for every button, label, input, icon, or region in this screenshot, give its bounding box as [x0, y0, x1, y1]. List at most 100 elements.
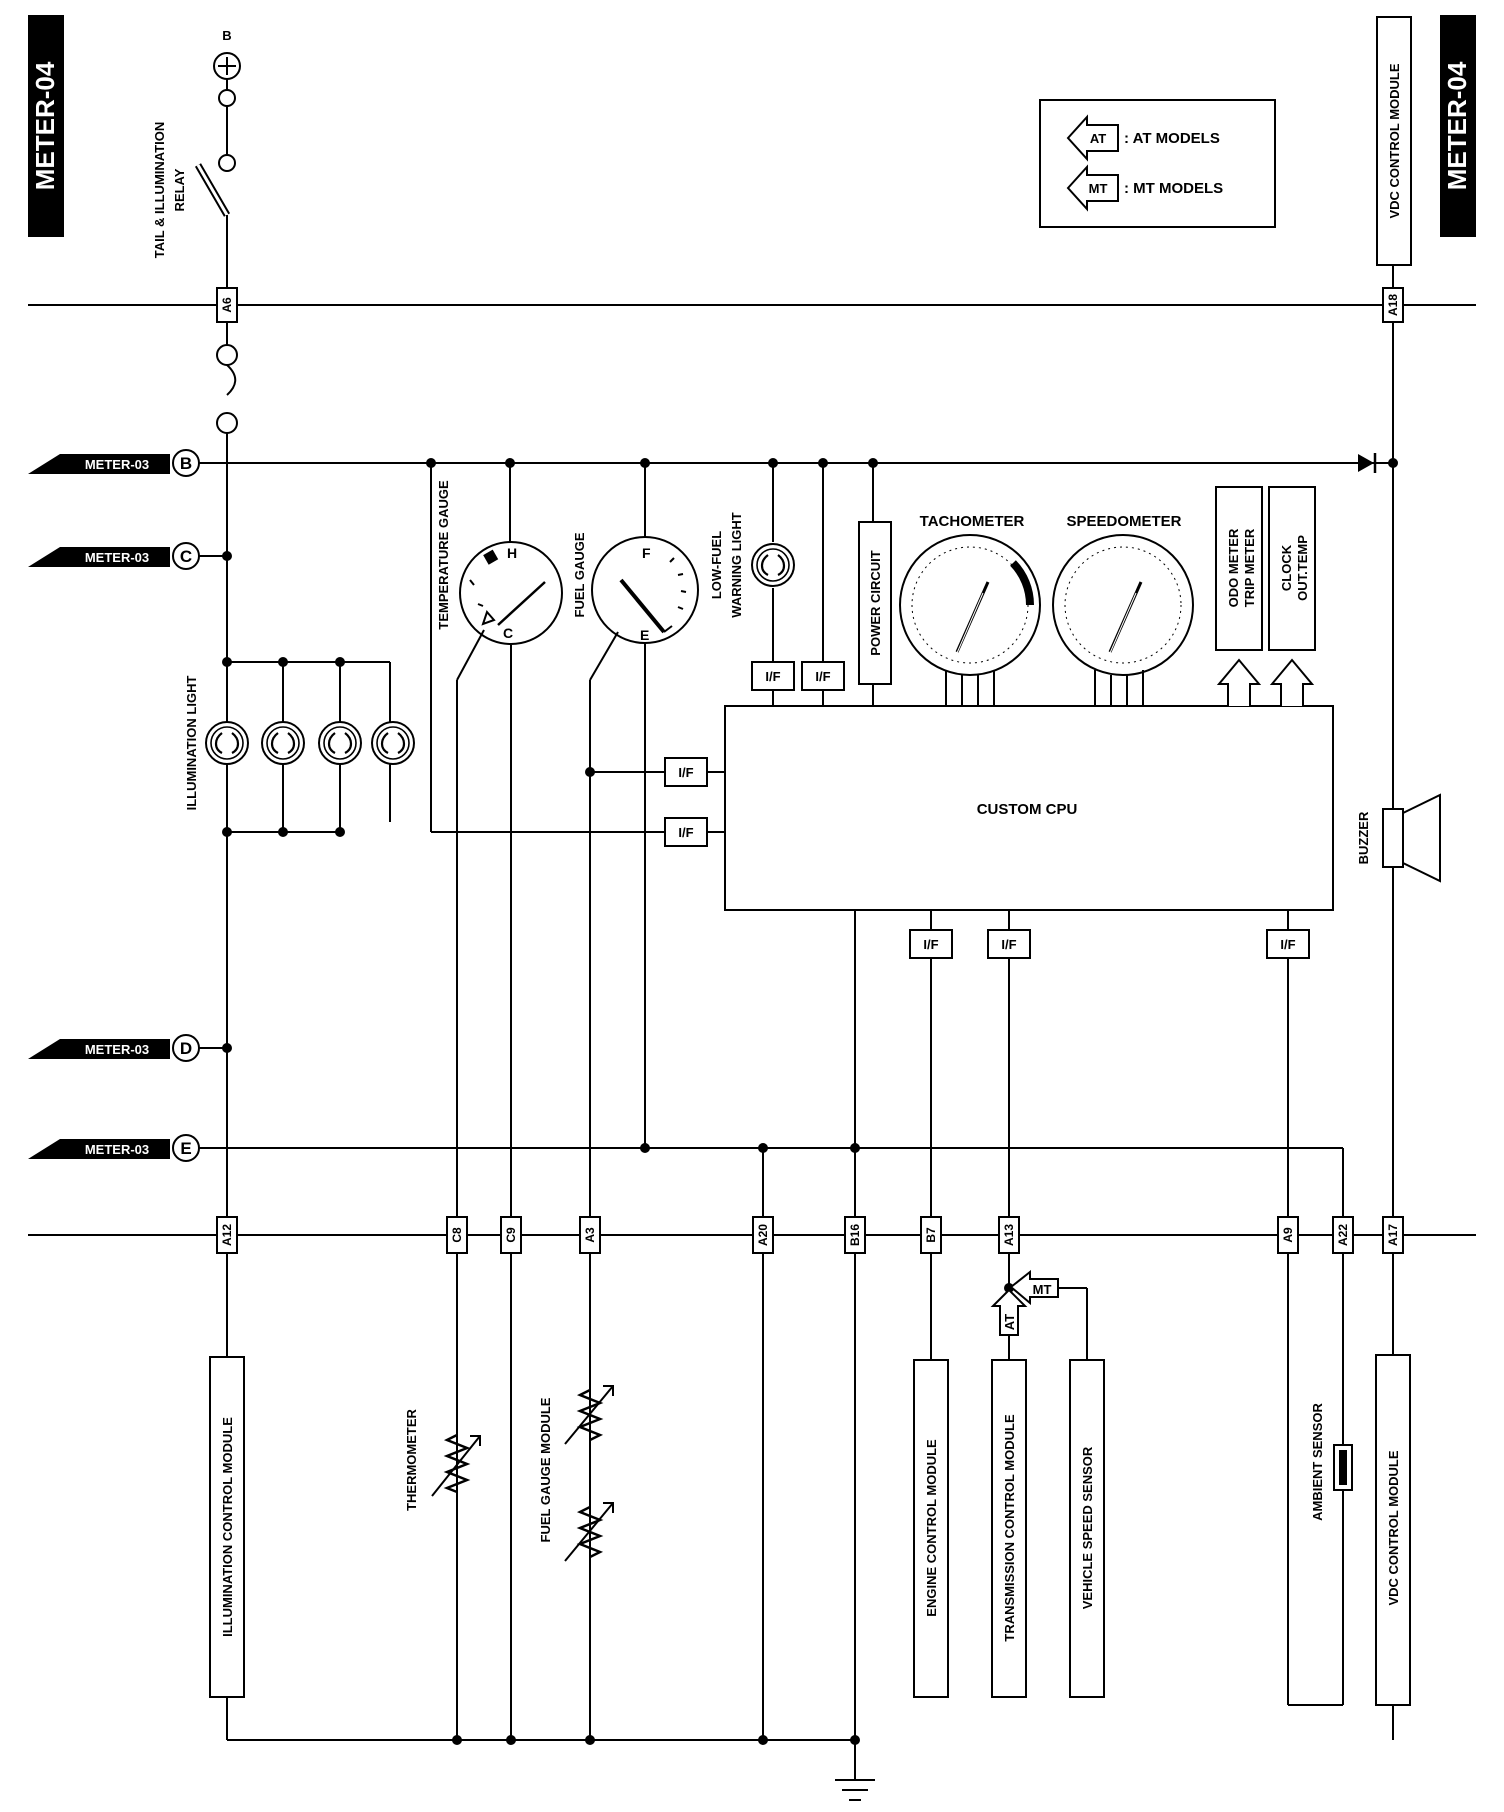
connector-pin-b16: B16	[844, 1216, 866, 1254]
fuel-e-mark: E	[640, 627, 649, 643]
page-tag-right: METER-04	[1440, 15, 1476, 237]
legend-box: AT : AT MODELS MT : MT MODELS	[1039, 99, 1276, 228]
odo-trip-meter-display: ODO METER TRIP METER	[1215, 486, 1263, 706]
engine-control-module[interactable]: ENGINE CONTROL MODULE	[913, 1359, 949, 1698]
low-fuel-warning-light: LOW-FUEL WARNING LIGHT	[709, 458, 796, 662]
ref-b-text: METER-03	[85, 457, 149, 472]
ref-d-text: METER-03	[85, 1042, 149, 1057]
vdc-module-label: VDC CONTROL MODULE	[1386, 1450, 1401, 1605]
connector-pin-a6: A6	[216, 287, 238, 323]
ground-symbol	[835, 1779, 875, 1801]
interface-box-power: I/F	[801, 661, 845, 706]
illumination-module-label: ILLUMINATION CONTROL MODULE	[220, 1417, 235, 1637]
ref-meter03-c[interactable]: METER-03 C	[28, 542, 200, 570]
pin-label: B16	[848, 1224, 862, 1246]
low-fuel-lamp	[750, 542, 796, 588]
ref-meter03-d[interactable]: METER-03 D	[28, 1034, 200, 1062]
battery-label: B	[222, 28, 231, 43]
transmission-control-module[interactable]: TRANSMISSION CONTROL MODULE	[991, 1359, 1027, 1698]
pin-label: C9	[504, 1227, 518, 1243]
engine-module-label: ENGINE CONTROL MODULE	[924, 1439, 939, 1617]
pin-label: B7	[924, 1227, 938, 1243]
low-fuel-label-1: LOW-FUEL	[709, 531, 724, 599]
mt-arrow-label: MT	[1033, 1282, 1052, 1297]
ambient-sensor-label: AMBIENT SENSOR	[1310, 1403, 1325, 1521]
pin-label: A20	[756, 1224, 770, 1246]
ref-d-letter: D	[180, 1039, 192, 1058]
page-tag-left: METER-04	[28, 15, 64, 237]
page-tag-right-text: METER-04	[1442, 61, 1472, 190]
ref-c-letter: C	[180, 547, 192, 566]
pin-label: C8	[450, 1227, 464, 1243]
fuel-gauge-module: FUEL GAUGE MODULE	[538, 1385, 614, 1562]
temperature-gauge-label: TEMPERATURE GAUGE	[436, 480, 451, 630]
custom-cpu-label: CUSTOM CPU	[977, 801, 1078, 818]
buzzer: BUZZER	[1356, 793, 1441, 883]
pin-label: A13	[1002, 1224, 1016, 1246]
power-circuit: POWER CIRCUIT	[858, 458, 892, 706]
tachometer: TACHOMETER	[899, 513, 1041, 706]
connector-pin-a22: A22	[1332, 1216, 1354, 1254]
pin-label: A22	[1336, 1224, 1350, 1246]
connector-pin-a13: A13	[998, 1216, 1020, 1254]
legend-at-text: : AT MODELS	[1124, 130, 1220, 147]
illumination-lamp-2	[260, 720, 306, 766]
vdc-control-module-top: VDC CONTROL MODULE	[1376, 16, 1412, 266]
connector-pin-a20: A20	[752, 1216, 774, 1254]
power-circuit-label: POWER CIRCUIT	[868, 550, 883, 656]
interface-box-fuel: I/F	[590, 757, 725, 787]
connector-pin-a17: A17	[1382, 1216, 1404, 1254]
connector-pin-a18: A18	[1382, 287, 1404, 323]
fuel-gauge: F E FUEL GAUGE	[572, 458, 699, 1740]
low-fuel-label-2: WARNING LIGHT	[729, 512, 744, 617]
ref-meter03-b[interactable]: METER-03 B	[28, 449, 200, 477]
pin-label: A18	[1386, 294, 1400, 316]
temp-c-mark: C	[503, 625, 513, 641]
vdc-control-module[interactable]: VDC CONTROL MODULE	[1375, 1354, 1411, 1706]
temp-h-mark: H	[507, 545, 517, 561]
thermometer-label: THERMOMETER	[404, 1408, 419, 1510]
odo-label-2: TRIP METER	[1242, 528, 1257, 607]
interface-label: I/F	[678, 825, 693, 840]
fuel-gauge-module-label: FUEL GAUGE MODULE	[538, 1397, 553, 1542]
connector-pin-a12: A12	[216, 1216, 238, 1254]
fuse-symbol	[216, 344, 238, 434]
fuel-f-mark: F	[642, 545, 651, 561]
ambient-sensor[interactable]: AMBIENT SENSOR	[1288, 1253, 1353, 1706]
connector-pin-a3: A3	[579, 1216, 601, 1254]
at-arrow-label: AT	[1002, 1314, 1017, 1330]
pin-label: A6	[220, 297, 234, 313]
legend-mt-code: MT	[1089, 181, 1108, 196]
interface-box-engine: I/F	[909, 910, 953, 1360]
ref-c-text: METER-03	[85, 550, 149, 565]
interface-box-ambient: I/F	[1266, 910, 1310, 1705]
battery-symbol: B	[213, 28, 241, 80]
custom-cpu: CUSTOM CPU	[724, 705, 1334, 911]
connector-pin-a9: A9	[1277, 1216, 1299, 1254]
relay-label-1: TAIL & ILLUMINATION	[152, 122, 167, 258]
illumination-lamp-3	[317, 720, 363, 766]
illumination-control-module[interactable]: ILLUMINATION CONTROL MODULE	[209, 1356, 245, 1698]
diode-symbol	[1358, 453, 1377, 473]
ref-meter03-e[interactable]: METER-03 E	[28, 1134, 200, 1162]
illumination-lamp-1	[204, 720, 250, 766]
tachometer-label: TACHOMETER	[920, 513, 1025, 530]
pin-label: A17	[1386, 1224, 1400, 1246]
pin-label: A3	[583, 1227, 597, 1243]
vehicle-speed-sensor[interactable]: VEHICLE SPEED SENSOR	[1069, 1359, 1105, 1698]
connector-pin-b7: B7	[920, 1216, 942, 1254]
page-tag-left-text: METER-04	[30, 61, 60, 190]
interface-label: I/F	[815, 669, 830, 684]
fuel-gauge-label: FUEL GAUGE	[572, 532, 587, 617]
pin-label: A9	[1281, 1227, 1295, 1243]
ref-e-letter: E	[180, 1139, 191, 1158]
interface-label: I/F	[1001, 937, 1016, 952]
buzzer-label: BUZZER	[1356, 811, 1371, 864]
interface-box-lowfuel: I/F	[751, 661, 795, 706]
clock-label-1: CLOCK	[1279, 544, 1294, 591]
vdc-top-label: VDC CONTROL MODULE	[1387, 63, 1402, 218]
legend-mt-text: : MT MODELS	[1124, 180, 1223, 197]
vehicle-speed-sensor-label: VEHICLE SPEED SENSOR	[1080, 1446, 1095, 1609]
interface-label: I/F	[923, 937, 938, 952]
